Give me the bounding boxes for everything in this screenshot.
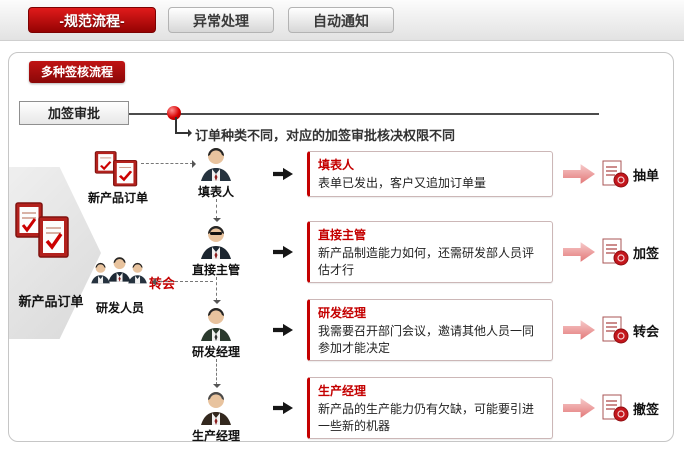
three-person-group-icon (91, 257, 147, 284)
top-tab-bar: -规范流程- 异常处理 自动通知 (0, 0, 684, 41)
stamp-document-icon (601, 159, 629, 189)
person-icon (201, 148, 231, 181)
avatar-rd-manager (199, 305, 233, 341)
person-icon (201, 226, 231, 259)
info-box-direct-supervisor: 直接主管 新产品制造能力如何，还需研发部人员评估才行 (307, 221, 553, 283)
main-panel: 多种签核流程 加签审批 订单种类不同，对应的加签审批核决权限不同 新产品订单 (8, 52, 674, 443)
scenario-row-production-manager: 生产经理 新产品的生产能力仍有欠缺，可能要引进一些新的机器 撤签 (273, 377, 659, 439)
stamp-document-icon (601, 237, 629, 267)
stamp-document-icon (601, 393, 629, 423)
dashed-connector-step2-step3 (212, 277, 221, 304)
black-right-arrow-icon (273, 323, 293, 337)
pink-right-arrow-icon (563, 164, 595, 184)
panel-badge: 多种签核流程 (29, 61, 126, 83)
info-box-rd-manager: 研发经理 我需要召开部门会议，邀请其他人员一同参加才能决定 (307, 299, 553, 361)
tab-auto-notification[interactable]: 自动通知 (288, 7, 394, 33)
stamp-document-icon (601, 315, 629, 345)
rd-team-label: 研发人员 (95, 301, 144, 315)
dashed-connector-order-to-filler (141, 159, 196, 168)
avatar-form-filler (199, 145, 233, 181)
timeline-label: 加签审批 (19, 101, 129, 125)
elbow-arrow-icon (175, 117, 192, 137)
timeline-note: 订单种类不同，对应的加签审批核决权限不同 (195, 128, 456, 143)
new-product-order-icon-large (13, 199, 71, 270)
person-icon (201, 308, 231, 341)
info-box-title: 生产经理 (318, 384, 367, 399)
info-box-title: 研发经理 (318, 306, 367, 321)
document-with-seal-icon (602, 316, 629, 344)
info-box-text: 新产品制造能力如何，还需研发部人员评估才行 (318, 246, 535, 277)
info-box-title: 填表人 (318, 158, 355, 173)
black-right-arrow-icon (273, 167, 293, 181)
document-with-seal-icon (602, 394, 629, 422)
order-top-label: 新产品订单 (87, 191, 148, 205)
info-box-production-manager: 生产经理 新产品的生产能力仍有欠缺，可能要引进一些新的机器 (307, 377, 553, 439)
timeline-line (19, 113, 599, 115)
document-with-seal-icon (602, 238, 629, 266)
avatar-direct-supervisor (199, 223, 233, 259)
scenario-row-rd-manager: 研发经理 我需要召开部门会议，邀请其他人员一同参加才能决定 转会 (273, 299, 659, 361)
step-label-production-manager: 生产经理 (191, 429, 240, 443)
tab-standard-process[interactable]: -规范流程- (28, 7, 156, 33)
pink-right-arrow-icon (563, 242, 595, 262)
order-main-label: 新产品订单 (18, 294, 84, 309)
pink-right-arrow-icon (563, 320, 595, 340)
document-with-seal-icon (602, 160, 629, 188)
step-label-rd-manager: 研发经理 (191, 345, 240, 359)
person-icon (201, 392, 231, 425)
info-box-text: 新产品的生产能力仍有欠缺，可能要引进一些新的机器 (318, 402, 535, 433)
scenario-row-form-filler: 填表人 表单已发出，客户又追加订单量 抽单 (273, 149, 659, 199)
step-label-direct-supervisor: 直接主管 (191, 263, 240, 277)
dashed-connector-step1-step2 (212, 199, 221, 222)
action-label: 抽单 (633, 167, 660, 183)
dashed-connector-step3-step4 (212, 359, 221, 388)
new-product-order-icon-small (93, 149, 139, 196)
action-label: 加签 (633, 245, 660, 261)
info-box-form-filler: 填表人 表单已发出，客户又追加订单量 (307, 151, 553, 197)
black-right-arrow-icon (273, 245, 293, 259)
info-box-text: 我需要召开部门会议，邀请其他人员一同参加才能决定 (318, 324, 535, 355)
rd-team-icon (89, 253, 151, 304)
action-label: 转会 (633, 323, 660, 339)
avatar-production-manager (199, 389, 233, 425)
scenario-row-direct-supervisor: 直接主管 新产品制造能力如何，还需研发部人员评估才行 加签 (273, 221, 660, 283)
document-stack-icon (94, 151, 138, 187)
dashed-connector-to-rd-team (152, 277, 213, 286)
info-box-text: 表单已发出，客户又追加订单量 (318, 176, 487, 191)
pink-right-arrow-icon (563, 398, 595, 418)
info-box-title: 直接主管 (318, 228, 367, 243)
black-right-arrow-icon (273, 401, 293, 415)
timeline-marker-ball-icon (167, 106, 181, 120)
action-label: 撤签 (633, 401, 660, 417)
step-label-form-filler: 填表人 (197, 185, 234, 199)
tab-exception-handling[interactable]: 异常处理 (168, 7, 274, 33)
document-stack-icon (15, 202, 69, 258)
